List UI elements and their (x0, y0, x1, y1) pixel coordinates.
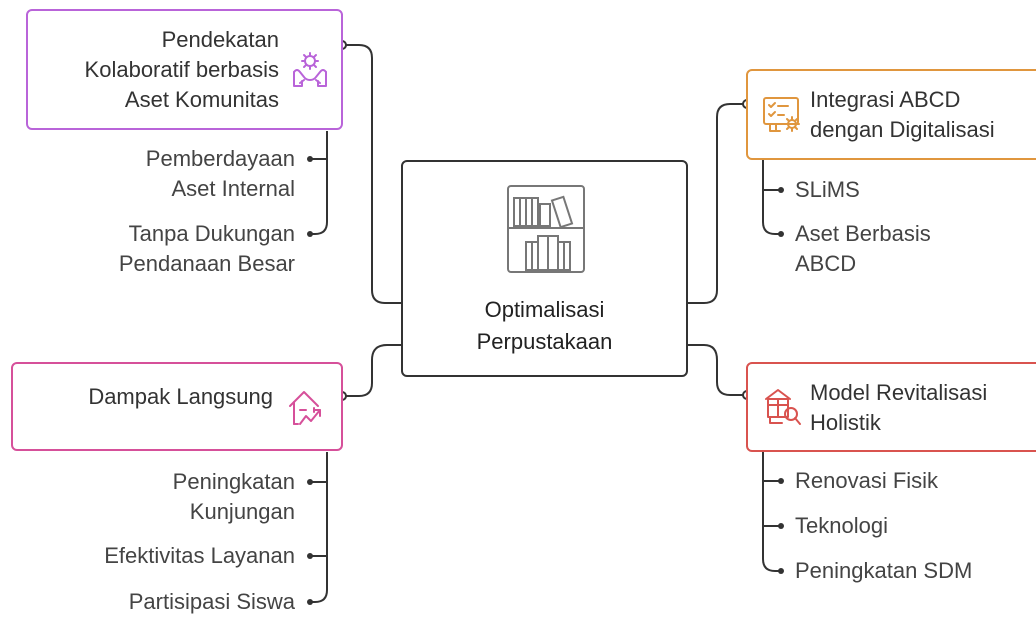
leaf-aset-berbasis-abcd: Aset Berbasis ABCD (795, 221, 931, 276)
leaf-efektivitas-layanan: Efektivitas Layanan (104, 543, 295, 568)
node-integrasi: Integrasi ABCD dengan Digitalisasi (746, 69, 1036, 160)
growth-house-icon (289, 391, 321, 425)
leaf-peningkatan-kunjungan: Peningkatan Kunjungan (172, 469, 295, 524)
leaf-peningkatan-sdm: Peningkatan SDM (795, 558, 973, 583)
node-dampak: Dampak Langsung (11, 362, 343, 451)
node-revitalisasi-title: Model Revitalisasi Holistik (810, 380, 988, 435)
digital-settings-icon (763, 97, 800, 132)
leaf-teknologi: Teknologi (795, 513, 888, 538)
node-revitalisasi: Model Revitalisasi Holistik (746, 362, 1036, 452)
library-shelf-icon (507, 185, 585, 273)
leaf-slims: SLiMS (795, 177, 860, 202)
leaf-tanpa-dukungan-pendanaan-besar: Tanpa Dukungan Pendanaan Besar (118, 221, 295, 276)
center-node: Optimalisasi Perpustakaan (401, 160, 688, 377)
leaf-partisipasi-siswa: Partisipasi Siswa (128, 589, 295, 614)
collaboration-icon (293, 52, 327, 87)
center-title: Optimalisasi Perpustakaan (476, 297, 613, 354)
leaf-pemberdayaan-aset-internal: Pemberdayaan Aset Internal (145, 146, 295, 201)
node-kolaboratif-title: Pendekatan Kolaboratif berbasis Aset Kom… (84, 27, 279, 112)
node-kolaboratif: Pendekatan Kolaboratif berbasis Aset Kom… (26, 9, 343, 130)
node-integrasi-title: Integrasi ABCD dengan Digitalisasi (810, 87, 995, 142)
leaf-renovasi-fisik: Renovasi Fisik (795, 468, 939, 493)
node-dampak-title: Dampak Langsung (88, 384, 273, 409)
revitalization-icon (765, 389, 801, 425)
